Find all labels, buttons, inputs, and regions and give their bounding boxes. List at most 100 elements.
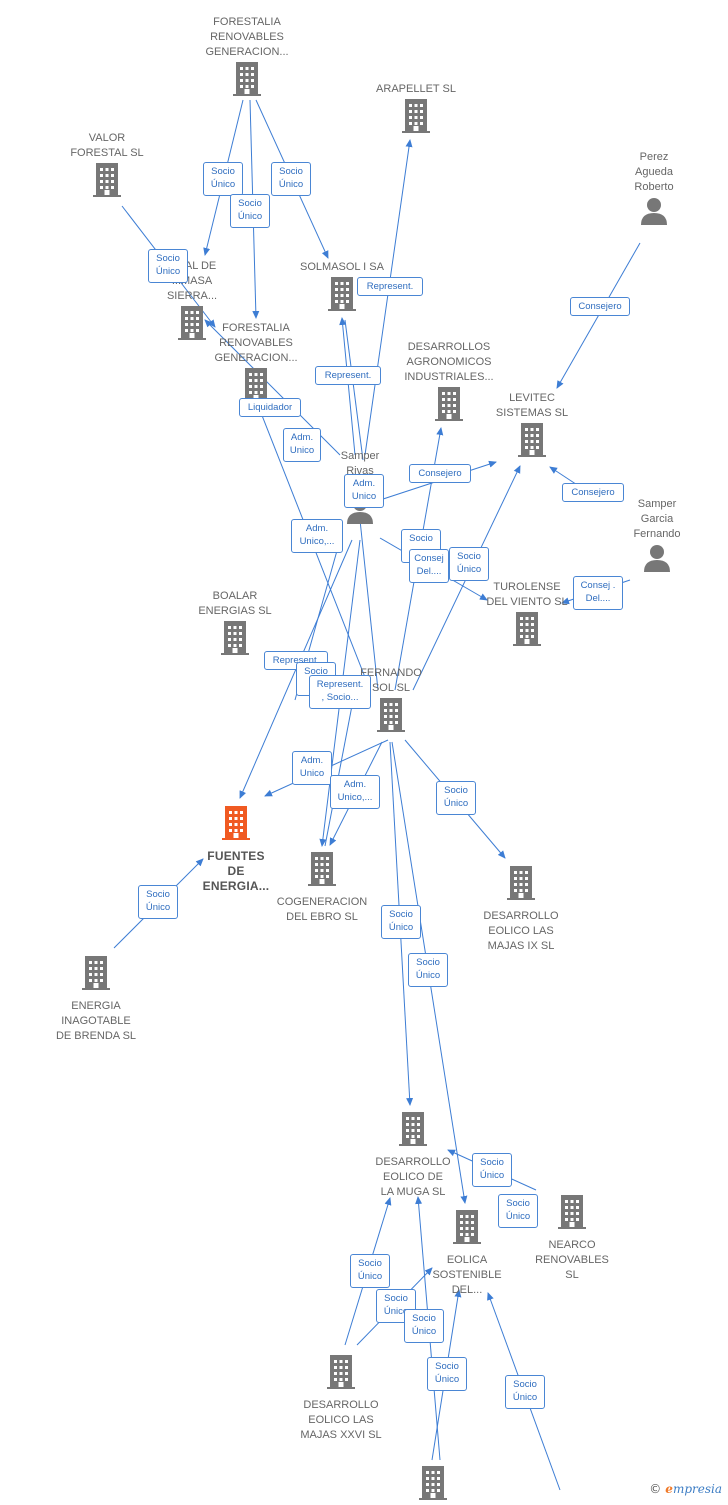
company-node[interactable]: DESARROLLO EOLICO LAS MAJAS XXVI SL bbox=[286, 1355, 396, 1443]
node-label: COGENERACION DEL EBRO SL bbox=[276, 896, 368, 923]
node-label: DESARROLLO EOLICO DE LA MUGA SL bbox=[375, 1156, 451, 1198]
node-label: BOALAR ENERGIAS SL bbox=[198, 590, 272, 617]
copyright-symbol: © bbox=[649, 1482, 662, 1496]
relation-badge[interactable]: Consej Del.... bbox=[409, 549, 449, 583]
building-icon bbox=[377, 698, 405, 737]
company-node[interactable]: TUROLENSE DEL VIENTO SL bbox=[472, 580, 582, 651]
node-label: SOLMASOL I SA bbox=[300, 261, 384, 273]
company-node[interactable]: BOALAR ENERGIAS SL bbox=[180, 589, 290, 660]
edge-line bbox=[364, 139, 413, 456]
edge-line bbox=[344, 319, 364, 461]
building-icon bbox=[233, 62, 261, 101]
relation-badge[interactable]: Socio Único bbox=[436, 781, 476, 815]
building-icon bbox=[558, 1195, 586, 1234]
brand-name: mpresia bbox=[672, 1482, 722, 1496]
company-node[interactable]: DESARROLLOS AGRONOMICOS INDUSTRIALES... bbox=[394, 340, 504, 426]
company-node[interactable] bbox=[378, 1466, 488, 1505]
company-node[interactable]: EOLICA SOSTENIBLE DEL... bbox=[412, 1210, 522, 1298]
node-label: DESARROLLOS AGRONOMICOS INDUSTRIALES... bbox=[404, 341, 494, 383]
company-node[interactable]: ENERGIA INAGOTABLE DE BRENDA SL bbox=[41, 956, 151, 1044]
edge-line bbox=[339, 317, 356, 456]
relation-badge[interactable]: Represent. bbox=[315, 366, 381, 385]
relation-badge[interactable]: Represent. , Socio... bbox=[309, 675, 371, 709]
node-label: FORESTALIA RENOVABLES GENERACION... bbox=[205, 16, 289, 58]
node-label: EOLICA SOSTENIBLE DEL... bbox=[432, 1254, 502, 1296]
node-label: ENERGIA INAGOTABLE DE BRENDA SL bbox=[55, 1000, 137, 1042]
company-node[interactable]: NEARCO RENOVABLES SL bbox=[517, 1195, 627, 1283]
node-label: FERNANDO SOL SL bbox=[360, 667, 422, 694]
company-node[interactable]: ARAPELLET SL bbox=[361, 82, 471, 138]
relation-badge[interactable]: Socio Único bbox=[472, 1153, 512, 1187]
building-icon bbox=[221, 621, 249, 660]
company-node[interactable]: DESARROLLO EOLICO DE LA MUGA SL bbox=[358, 1112, 468, 1200]
building-icon bbox=[82, 956, 110, 995]
building-icon bbox=[518, 423, 546, 462]
relation-badge[interactable]: Socio Único bbox=[404, 1309, 444, 1343]
company-node[interactable]: FORESTALIA RENOVABLES GENERACION... bbox=[192, 15, 302, 101]
relation-badge[interactable]: Adm. Unico bbox=[283, 428, 321, 462]
person-node[interactable]: Samper Garcia Fernando bbox=[602, 497, 712, 577]
node-label: Perez Agueda Roberto bbox=[634, 151, 674, 193]
node-label: LEVITEC SISTEMAS SL bbox=[495, 392, 569, 419]
person-icon bbox=[643, 544, 671, 577]
building-icon bbox=[419, 1466, 447, 1505]
relation-badge[interactable]: Socio Único bbox=[138, 885, 178, 919]
person-icon bbox=[640, 197, 668, 230]
building-icon bbox=[402, 99, 430, 138]
relation-badge[interactable]: Consejero bbox=[562, 483, 624, 502]
edge-line bbox=[359, 519, 379, 691]
company-node[interactable]: SOLMASOL I SA bbox=[287, 260, 397, 316]
relation-badge[interactable]: Adm. Unico,... bbox=[330, 775, 380, 809]
relation-badge[interactable]: Adm. Unico,... bbox=[291, 519, 343, 553]
building-icon bbox=[507, 866, 535, 905]
company-node[interactable]: VALOR FORESTAL SL bbox=[52, 131, 162, 202]
relation-badge[interactable]: Socio Único bbox=[505, 1375, 545, 1409]
building-icon bbox=[308, 852, 336, 891]
relation-badge[interactable]: Socio Único bbox=[381, 905, 421, 939]
company-node[interactable]: FORESTALIA RENOVABLES GENERACION... bbox=[201, 321, 311, 407]
company-node[interactable]: FUENTES DE ENERGIA... bbox=[181, 806, 291, 894]
relation-badge[interactable]: Socio Único bbox=[271, 162, 311, 196]
relation-badge[interactable]: Socio Único bbox=[498, 1194, 538, 1228]
building-icon bbox=[328, 277, 356, 316]
node-label: FUENTES DE ENERGIA... bbox=[202, 849, 270, 893]
relation-badge[interactable]: Socio Único bbox=[203, 162, 243, 196]
relation-badge[interactable]: Consejero bbox=[570, 297, 630, 316]
building-icon bbox=[93, 163, 121, 202]
node-label: NEARCO RENOVABLES SL bbox=[535, 1239, 609, 1281]
building-icon bbox=[399, 1112, 427, 1151]
company-node[interactable]: LEVITEC SISTEMAS SL bbox=[477, 391, 587, 462]
relation-badge[interactable]: Liquidador bbox=[239, 398, 301, 417]
node-label: TUROLENSE DEL VIENTO SL bbox=[486, 581, 568, 608]
node-label: FORESTALIA RENOVABLES GENERACION... bbox=[214, 322, 298, 364]
building-icon bbox=[513, 612, 541, 651]
relation-badge[interactable]: Socio Único bbox=[408, 953, 448, 987]
relation-badge[interactable]: Represent. bbox=[357, 277, 423, 296]
building-icon bbox=[453, 1210, 481, 1249]
edge-line bbox=[324, 689, 356, 847]
relation-badge[interactable]: Adm. Unico bbox=[292, 751, 332, 785]
building-icon bbox=[178, 306, 206, 345]
building-icon bbox=[222, 806, 250, 845]
company-node[interactable]: ...RAL DE ...MASA SIERRA... bbox=[137, 259, 247, 345]
relation-badge[interactable]: Socio Único bbox=[350, 1254, 390, 1288]
relation-badge[interactable]: Socio Único bbox=[148, 249, 188, 283]
relation-badge[interactable]: Consejero bbox=[409, 464, 471, 483]
node-label: DESARROLLO EOLICO LAS MAJAS IX SL bbox=[483, 910, 559, 952]
building-icon bbox=[327, 1355, 355, 1394]
empresia-logo: ©empresia bbox=[649, 1482, 722, 1496]
node-label: ARAPELLET SL bbox=[376, 83, 456, 95]
brand-letter: e bbox=[665, 1482, 673, 1496]
node-label: DESARROLLO EOLICO LAS MAJAS XXVI SL bbox=[300, 1399, 382, 1441]
relation-badge[interactable]: Consej . Del.... bbox=[573, 576, 623, 610]
company-node[interactable]: COGENERACION DEL EBRO SL bbox=[267, 852, 377, 925]
relation-badge[interactable]: Socio Único bbox=[230, 194, 270, 228]
node-label: Samper Garcia Fernando bbox=[633, 498, 681, 540]
company-node[interactable]: DESARROLLO EOLICO LAS MAJAS IX SL bbox=[466, 866, 576, 954]
company-node[interactable]: FERNANDO SOL SL bbox=[336, 666, 446, 737]
building-icon bbox=[435, 387, 463, 426]
person-node[interactable]: Perez Agueda Roberto bbox=[599, 150, 709, 230]
relation-badge[interactable]: Adm. Unico bbox=[344, 474, 384, 508]
relation-badge[interactable]: Socio Único bbox=[449, 547, 489, 581]
relation-badge[interactable]: Socio Único bbox=[427, 1357, 467, 1391]
